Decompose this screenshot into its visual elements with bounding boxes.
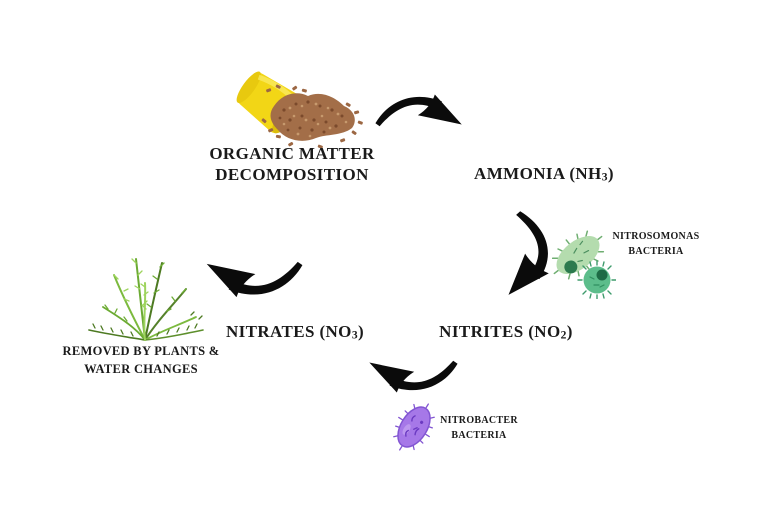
label-text: ) — [566, 322, 573, 341]
removed-by-plants-label: REMOVED BY PLANTS & WATER CHANGES — [51, 343, 231, 378]
organic-matter-label: ORGANIC MATTER DECOMPOSITION — [187, 143, 397, 185]
spilled-food-cup-icon — [236, 71, 363, 149]
nitrites-label: NITRITES (NO2) — [416, 321, 596, 346]
arrow-organic-to-ammonia-icon — [375, 94, 462, 127]
aquatic-plant-icon — [88, 258, 204, 341]
nitrobacter-bacteria-label: NITROBACTER BACTERIA — [428, 413, 530, 443]
label-line: ORGANIC MATTER — [209, 144, 375, 163]
nitrobacter-bacteria-icon — [393, 403, 435, 451]
label-subscript: 3 — [351, 328, 358, 342]
label-line: WATER CHANGES — [84, 361, 198, 376]
label-line: BACTERIA — [451, 430, 507, 441]
arrow-ammonia-to-nitrites-icon — [506, 210, 556, 300]
label-text: ) — [358, 322, 365, 341]
nitrosomonas-bacteria-icon — [552, 230, 616, 299]
label-line: REMOVED BY PLANTS & — [62, 344, 220, 358]
label-line: NITROBACTER — [440, 415, 518, 426]
arrow-nitrites-to-nitrates-icon — [369, 360, 458, 393]
label-line: DECOMPOSITION — [215, 165, 369, 184]
label-line: NITROSOMONAS — [612, 231, 700, 242]
nitrates-label: NITRATES (NO3) — [205, 321, 385, 346]
nitrosomonas-bacteria-label: NITROSOMONAS BACTERIA — [598, 229, 714, 259]
label-text: NITRITES (NO — [439, 322, 561, 341]
label-subscript: 3 — [601, 170, 608, 184]
label-line: BACTERIA — [628, 246, 684, 257]
label-text: ) — [607, 164, 614, 183]
label-subscript: 2 — [560, 328, 567, 342]
label-text: NITRATES (NO — [225, 322, 352, 341]
arrow-nitrates-to-plants-icon — [206, 261, 303, 298]
label-text: AMMONIA (NH — [474, 164, 602, 183]
ammonia-label: AMMONIA (NH3) — [454, 163, 634, 188]
